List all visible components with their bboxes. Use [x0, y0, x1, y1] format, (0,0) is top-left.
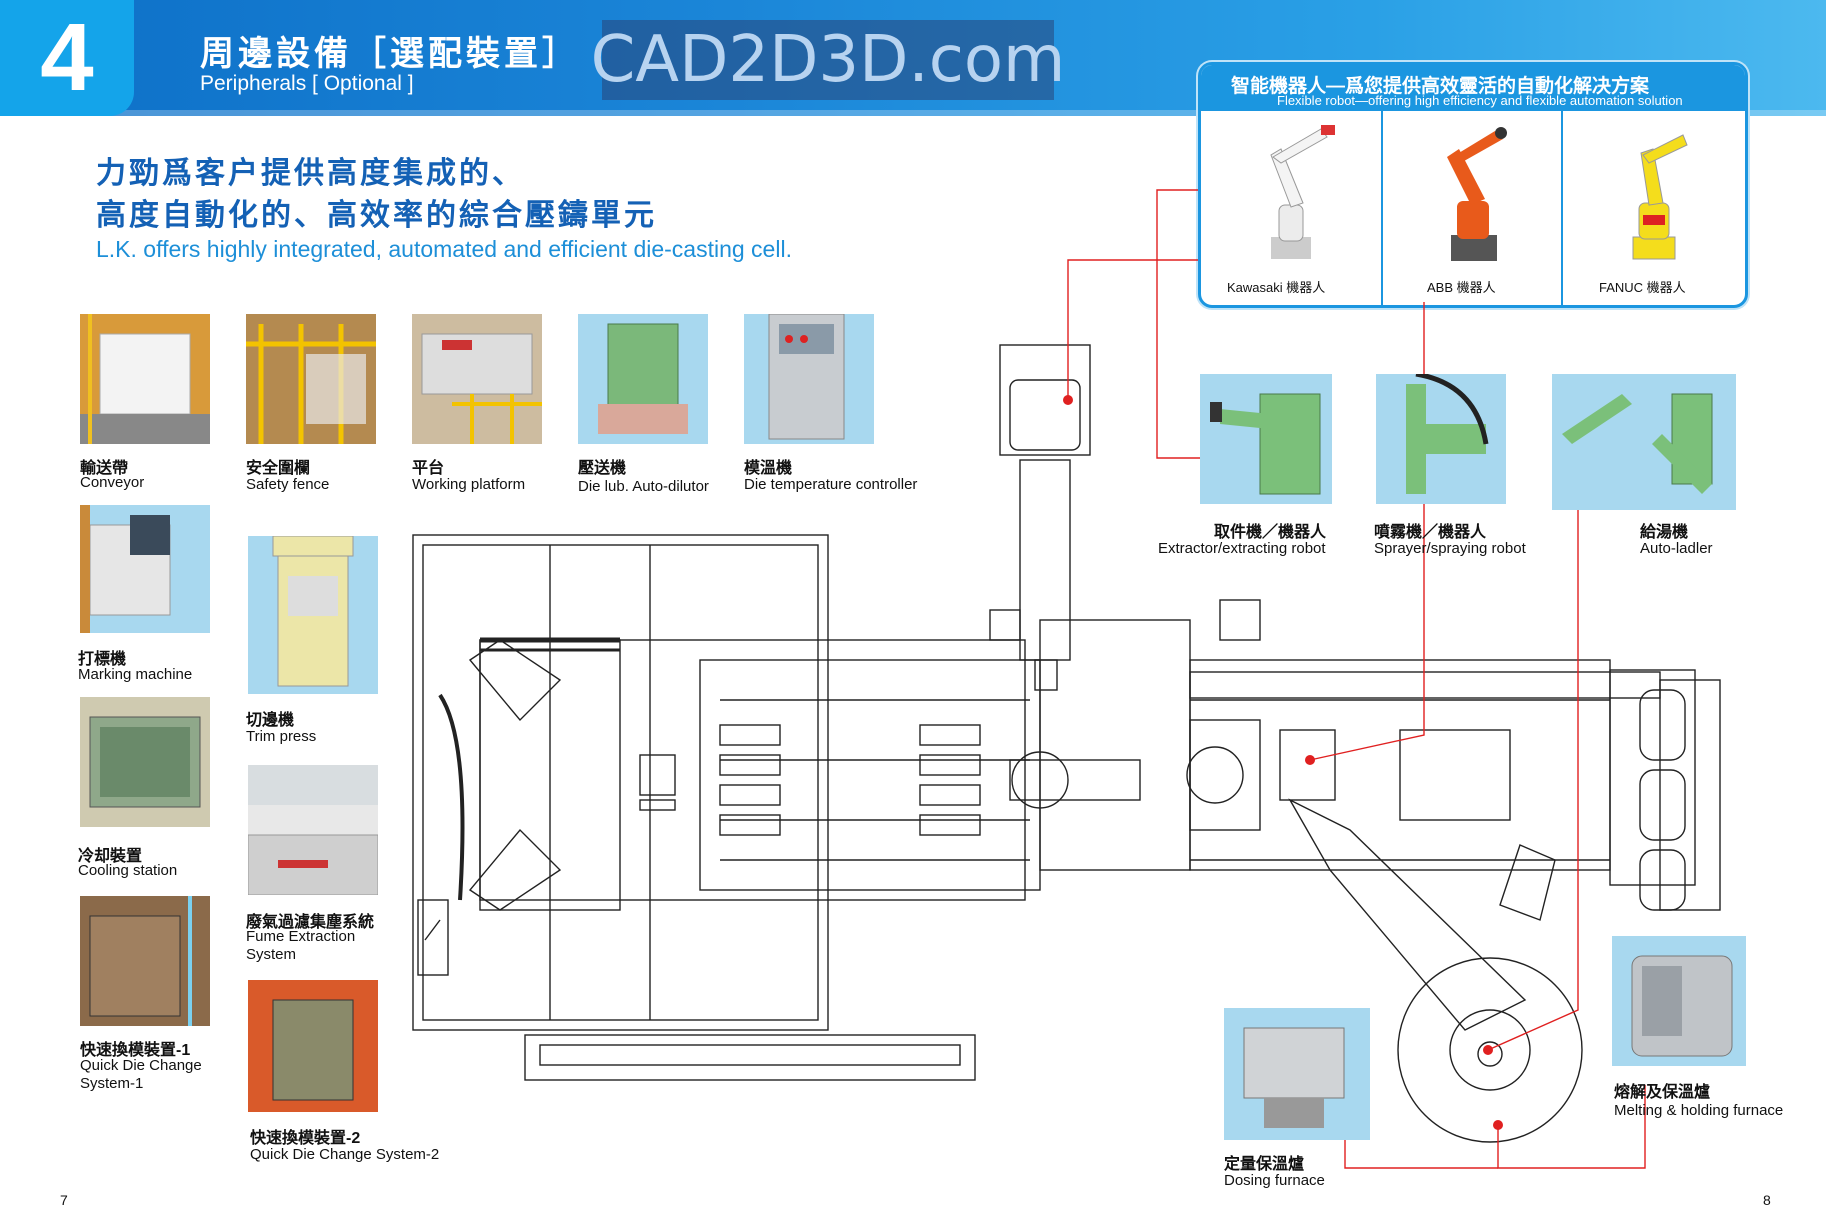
sprayer-label-en: Sprayer/spraying robot	[1374, 540, 1526, 557]
die-temp-label-en: Die temperature controller	[744, 476, 918, 493]
robot-panel: 智能機器人—爲您提供高效靈活的自動化解决方案 Flexible robot—of…	[1198, 62, 1748, 308]
trim-press-label-cn: 切邊機	[246, 712, 295, 729]
working-platform-label-en: Working platform	[412, 476, 526, 493]
safety-fence-label-cn: 安全圍欄	[246, 460, 311, 477]
sprayer-label-cn: 噴霧機／機器人	[1374, 524, 1487, 541]
melting-furnace-label-cn: 熔解及保溫爐	[1614, 1084, 1711, 1101]
extractor-label-cn: 取件機／機器人	[1214, 524, 1327, 541]
die-temp-image	[744, 314, 874, 444]
dosing-furnace-image	[1224, 1008, 1370, 1140]
robot-label: Kawasaki 機器人	[1227, 280, 1326, 295]
die-lub-label-cn: 壓送機	[578, 460, 627, 477]
robot-panel-header	[1201, 65, 1745, 111]
intro-line-en: L.K. offers highly integrated, automated…	[96, 236, 792, 262]
section-number: 4	[40, 4, 94, 111]
fume-extraction-label-en-2: System	[246, 946, 297, 963]
auto-ladler-image	[1552, 374, 1736, 510]
page-title-cn: 周邊設備［選配裝置］	[200, 35, 580, 73]
sprayer-image	[1376, 374, 1506, 504]
qdc2-image	[248, 980, 378, 1112]
cooling-station-label-en: Cooling station	[78, 862, 178, 879]
robot-label: FANUC 機器人	[1599, 280, 1686, 295]
marking-machine-label-cn: 打標機	[78, 651, 127, 668]
page-title-en: Peripherals [ Optional ]	[200, 72, 414, 95]
extractor-label-en: Extractor/extracting robot	[1158, 540, 1326, 557]
section-number-box: 4	[0, 0, 134, 116]
robot-cell-abb: ABB 機器人	[1383, 111, 1563, 305]
auto-ladler-label-cn: 給湯機	[1640, 524, 1689, 541]
die-lub-image	[578, 314, 708, 444]
qdc2-label-en: Quick Die Change System-2	[250, 1146, 440, 1163]
page-number-right: 8	[1763, 1192, 1771, 1208]
die-lub-label-en: Die lub. Auto-dilutor	[578, 478, 709, 495]
robot-cell-kawasaki: Kawasaki 機器人	[1201, 111, 1383, 305]
abb-robot-icon	[1447, 127, 1507, 261]
page-number-left: 7	[60, 1192, 68, 1208]
qdc1-label-en-1: Quick Die Change	[80, 1057, 202, 1074]
intro-line-2: 高度自動化的、高效率的綜合壓鑄單元	[96, 199, 657, 232]
qdc2-label-cn: 快速換模裝置-2	[250, 1130, 361, 1147]
melting-furnace-label-en: Melting & holding furnace	[1614, 1102, 1784, 1119]
conveyor-image	[80, 314, 210, 444]
working-platform-image	[412, 314, 542, 444]
robot-cell-fanuc: FANUC 機器人	[1563, 111, 1745, 305]
robot-label: ABB 機器人	[1427, 280, 1496, 295]
melting-furnace-image	[1612, 936, 1746, 1066]
marking-machine-image	[80, 505, 210, 633]
safety-fence-label-en: Safety fence	[246, 476, 330, 493]
conveyor-label-cn: 輸送帶	[80, 460, 129, 477]
robot-panel-title-cn: 智能機器人—爲您提供高效靈活的自動化解决方案	[1231, 76, 1650, 97]
fanuc-robot-icon	[1632, 134, 1688, 260]
qdc1-label-en-2: System-1	[80, 1075, 144, 1092]
dosing-furnace-label-en: Dosing furnace	[1224, 1172, 1325, 1189]
safety-fence-image	[246, 314, 376, 444]
die-temp-label-cn: 模溫機	[744, 460, 793, 477]
cooling-station-image	[80, 697, 210, 827]
trim-press-image	[248, 536, 378, 694]
extractor-image	[1200, 374, 1332, 504]
fume-extraction-image	[248, 765, 378, 895]
trim-press-label-en: Trim press	[246, 728, 317, 745]
robot-panel-title-en: Flexible robot—offering high efficiency …	[1277, 93, 1683, 108]
conveyor-label-en: Conveyor	[80, 474, 145, 491]
qdc1-image	[80, 896, 210, 1026]
dosing-furnace-label-cn: 定量保溫爐	[1224, 1156, 1305, 1173]
intro-line-1: 力勁爲客户提供高度集成的、	[96, 157, 525, 190]
watermark: CAD2D3D.com	[591, 20, 1065, 100]
fume-extraction-label-en-1: Fume Extraction	[246, 928, 356, 945]
auto-ladler-label-en: Auto-ladler	[1640, 540, 1713, 557]
kawasaki-robot-icon	[1270, 125, 1335, 259]
fume-extraction-label-cn: 廢氣過濾集塵系統	[246, 914, 375, 931]
qdc1-label-cn: 快速換模裝置-1	[80, 1042, 191, 1059]
marking-machine-label-en: Marking machine	[78, 666, 193, 683]
working-platform-label-cn: 平台	[412, 460, 445, 477]
cooling-station-label-cn: 冷却裝置	[78, 848, 143, 865]
